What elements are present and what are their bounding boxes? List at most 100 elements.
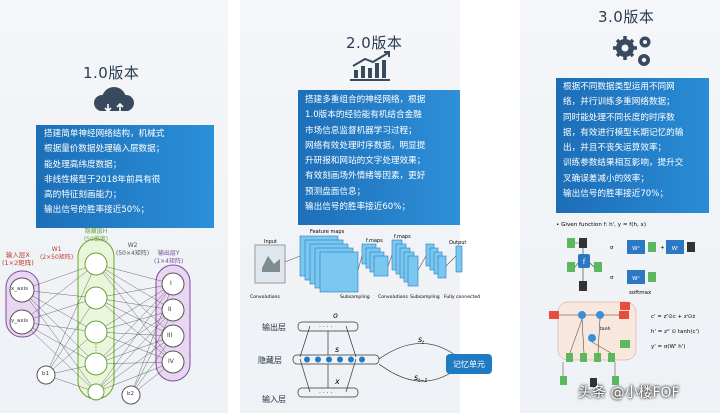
v1-description-panel: 搭建简单神经网络结构，机械式 根据量价数据处理输入层数据； 能处理高纬度数据； … <box>36 125 214 228</box>
svg-text:+: + <box>660 245 665 251</box>
nn-hidden-title: 隐藏层H (50维度) <box>78 228 114 244</box>
v1-line: 高的特征刻画能力； <box>44 190 122 201</box>
nn-input-title: 输入层X (1×2矩阵) <box>2 251 34 267</box>
lstm-given-text: • Given function f: h', y = f(h, x) <box>556 222 646 228</box>
nn-connection <box>45 263 97 376</box>
svg-text:Wᵒ: Wᵒ <box>632 276 640 282</box>
nn-w2-text: W2 <box>127 242 138 249</box>
nn-connection <box>95 283 174 365</box>
neural-net-diagram: ⋮ <box>5 238 191 405</box>
v3-line: 出，并且不丧失运算效率； <box>563 143 667 154</box>
v2-line: 市场信息监督机器学习过程； <box>305 125 417 136</box>
nn-connection <box>95 297 174 337</box>
rnn-s-label: s <box>335 345 339 354</box>
nn-w1-label: W1 (2×50矩阵) <box>40 246 73 262</box>
nn-w1-sub: (2×50矩阵) <box>40 254 74 261</box>
nn-input-y: y_axis <box>11 318 29 324</box>
lstm-sigma-2: σ <box>610 275 614 281</box>
v3-line: 叉确误差减小的效率； <box>563 173 649 184</box>
v1-line: 非线性模型于2018年前具有很 <box>44 174 161 185</box>
v2-line: 1.0版本的经验能有机结合金融 <box>305 110 422 121</box>
cnn-conv1-label: Convolutions <box>250 294 280 300</box>
gears-icon <box>613 36 651 66</box>
nn-connection <box>130 309 174 396</box>
nn-output-2: II <box>168 306 172 313</box>
nn-connection <box>21 297 97 323</box>
cnn-sub1-label: Subsampling <box>340 294 370 300</box>
cnn-diagram: Input Feature maps f.maps f.maps Output … <box>250 229 480 300</box>
rnn-input-layer-label: 输入层 <box>262 394 286 404</box>
v2-line: 预测盘面信息； <box>305 186 366 197</box>
nn-connection <box>95 297 174 363</box>
nn-connection <box>95 331 174 363</box>
nn-connection <box>95 335 174 365</box>
rnn-input-dots: · · · · <box>319 390 332 397</box>
v3-description-panel: 根据不同数据类型运用不同网 络，并行训练多重网络数据； 同时能处理不同长度的时序… <box>556 78 709 213</box>
v3-line: 据，有效进行模型长期记忆的输 <box>563 127 684 138</box>
v3-line: 络，并行训练多重网络数据； <box>563 97 675 108</box>
rnn-output-dots: · · · · <box>319 324 332 331</box>
lstm-tanh: tanh <box>600 326 611 332</box>
cnn-fmaps2-label: f.maps <box>366 238 383 244</box>
cnn-input-label: Input <box>264 239 277 245</box>
v1-line: 输出信号的胜率接近50%； <box>44 205 150 216</box>
v2-line: 有效刻画场外情绪等因素，更好 <box>305 171 426 182</box>
v3-line: 训练参数结果相互影响，提升交 <box>563 158 684 169</box>
nn-connection <box>95 297 174 311</box>
v1-line: 根据量价数据处理输入层数据； <box>44 144 165 155</box>
v1-title: 1.0版本 <box>83 64 140 82</box>
nn-bias-1: b1 <box>42 371 49 377</box>
cnn-fc-label: Fully connected <box>444 294 480 300</box>
cnn-feature-maps-label: Feature maps <box>310 229 345 235</box>
nn-output-sub: (1×4矩阵) <box>154 258 184 265</box>
rnn-hidden-layer-label: 隐藏层 <box>258 355 282 365</box>
cnn-conv2-label: Convolutions <box>378 294 408 300</box>
nn-hidden-sub: (50维度) <box>83 236 109 243</box>
v3-line: 根据不同数据类型运用不同网 <box>563 82 675 92</box>
nn-connection <box>95 263 174 285</box>
rnn-st1-label: st−1 <box>414 373 428 384</box>
nn-output-1: I <box>170 280 172 287</box>
lstm-eq1: c' = zᶠ⊙c + zⁱ⊙z <box>651 313 695 320</box>
nn-bias-2: b2 <box>127 391 134 397</box>
nn-input-sub: (1×2矩阵) <box>2 259 34 267</box>
cnn-output-label: Output <box>449 240 466 246</box>
lstm-eq2: h' = z° ⊙ tanh(c') <box>651 329 699 335</box>
lstm-softmax: softmax <box>629 290 652 296</box>
nn-connection <box>95 331 174 337</box>
cnn-fmaps3-label: f.maps <box>394 234 411 240</box>
nn-connection <box>95 283 174 333</box>
nn-connection <box>95 283 174 393</box>
v3-line: 输出信号的胜率接近70%； <box>563 189 669 200</box>
nn-connection <box>45 297 97 376</box>
nn-connection <box>21 321 97 393</box>
rnn-st-label: st <box>418 335 425 346</box>
nn-w2-label: W2 (50×4矩阵) <box>116 242 149 258</box>
nn-connection <box>95 263 174 311</box>
nn-connection <box>95 283 174 299</box>
nn-w1-text: W1 <box>51 246 62 253</box>
nn-connection <box>21 289 97 393</box>
nn-connection <box>95 263 174 363</box>
nn-output-title-text: 输出层Y <box>157 250 180 257</box>
nn-connection <box>21 263 97 291</box>
nn-connection <box>21 321 97 365</box>
nn-output-title: 输出层Y (1×4矩阵) <box>154 250 183 266</box>
v3-line: 同时能处理不同长度的时序数 <box>563 112 675 123</box>
v1-line: 搭建简单神经网络结构，机械式 <box>44 129 165 139</box>
nn-w2-sub: (50×4矩阵) <box>116 250 150 257</box>
nn-connection <box>95 335 174 393</box>
nn-connection <box>95 361 174 393</box>
cloud-icon <box>94 87 134 113</box>
nn-connection <box>21 289 97 333</box>
v3-title: 3.0版本 <box>598 8 655 26</box>
v2-title: 2.0版本 <box>346 34 403 52</box>
rnn-diagram: · · · · · · · · 输出层 隐藏层 输入层 o s x st st−… <box>258 311 492 404</box>
v2-line: 网络有效处理时序数据，明显提 <box>305 140 426 151</box>
svg-text:Wⁱ: Wⁱ <box>672 245 678 252</box>
nn-hidden-title-text: 隐藏层H <box>84 228 108 235</box>
lstm-eq3: y' = σ(W' h') <box>651 344 685 350</box>
lstm-sigma-1: σ <box>610 245 614 251</box>
v1-line: 能处理高纬度数据； <box>44 159 122 170</box>
